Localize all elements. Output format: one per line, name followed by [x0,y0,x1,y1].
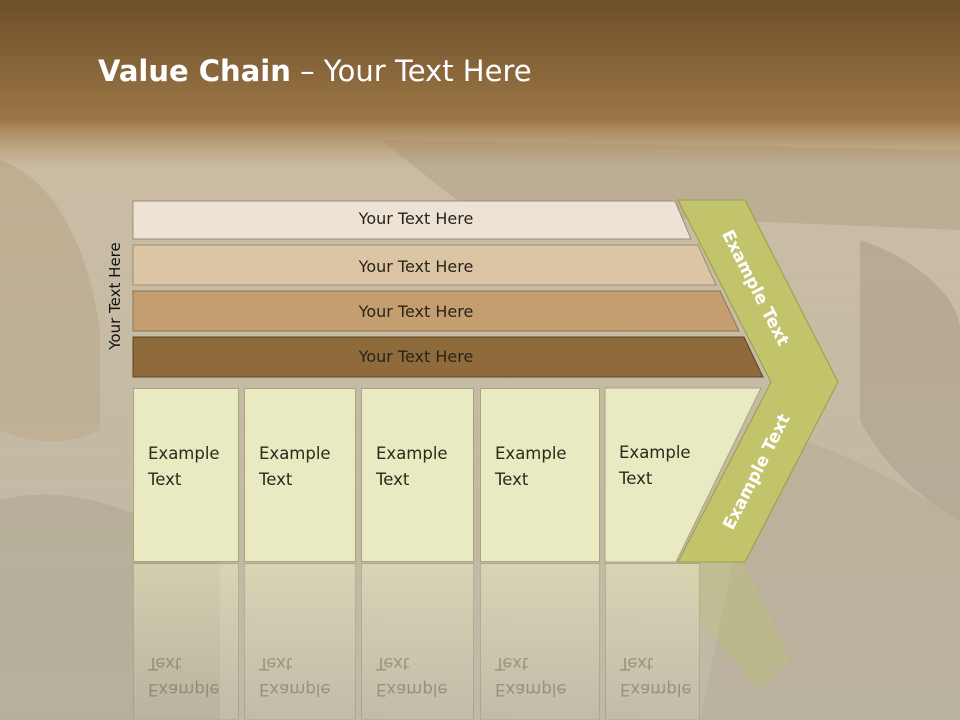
chevron-reflection [678,564,790,690]
chevron-arrow [677,199,839,563]
column-line1: Example [495,444,567,463]
column-line2: Text [376,470,410,489]
column-line1: Example [376,444,448,463]
last-column-cell [604,387,762,563]
column-line1: Example [259,444,331,463]
column-line2: Text [259,470,293,489]
row-bar-4 [132,336,764,378]
column-line1: Example [619,443,691,462]
column-line1: Example [148,444,220,463]
row-bar-1 [132,200,692,240]
row-label-2: Your Text Here [358,257,474,276]
row-label-3: Your Text Here [358,302,474,321]
slide-title: Value Chain – Your Text Here [98,54,532,88]
row-label-4: Your Text Here [358,347,474,366]
column-line2: Text [495,470,529,489]
row-label-1: Your Text Here [358,209,474,228]
row-bar-2 [132,244,717,286]
row-bar-3 [132,290,740,332]
title-bold: Value Chain [98,54,291,88]
column-line2: Text [148,470,182,489]
title-rest: – Your Text Here [290,54,532,88]
title-band [0,0,960,170]
column-line2: Text [619,469,653,488]
